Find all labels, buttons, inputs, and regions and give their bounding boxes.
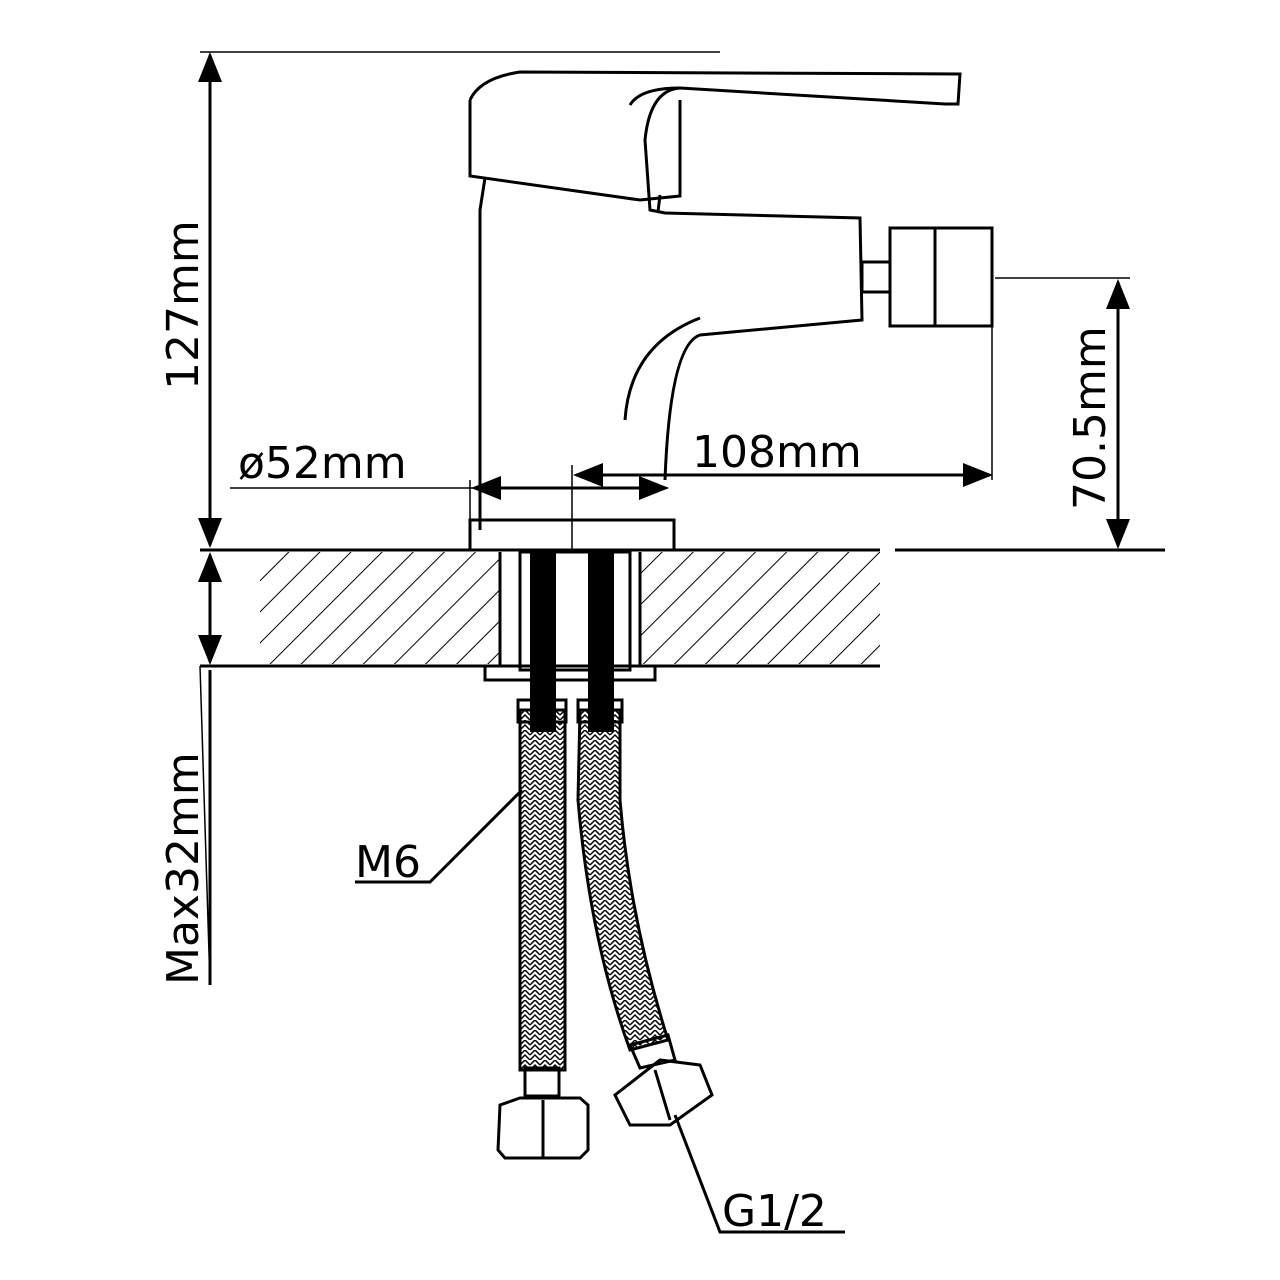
base-diameter-label: ø52mm (238, 438, 407, 489)
hex-nut-right (613, 1033, 714, 1127)
spout-height-label: 70.5mm (1065, 326, 1116, 510)
flexible-hoses (496, 698, 714, 1160)
height-total-label: 127mm (158, 220, 209, 390)
stud-callout-label: M6 (355, 837, 421, 888)
faucet-body (468, 70, 994, 732)
hex-nut-left (496, 1066, 590, 1160)
max-thickness-label: Max32mm (158, 752, 209, 985)
dimension-lines (198, 51, 1130, 1234)
countertop (200, 548, 1165, 668)
spout-reach-label: 108mm (692, 427, 862, 478)
hose-thread-callout-label: G1/2 (722, 1186, 827, 1237)
